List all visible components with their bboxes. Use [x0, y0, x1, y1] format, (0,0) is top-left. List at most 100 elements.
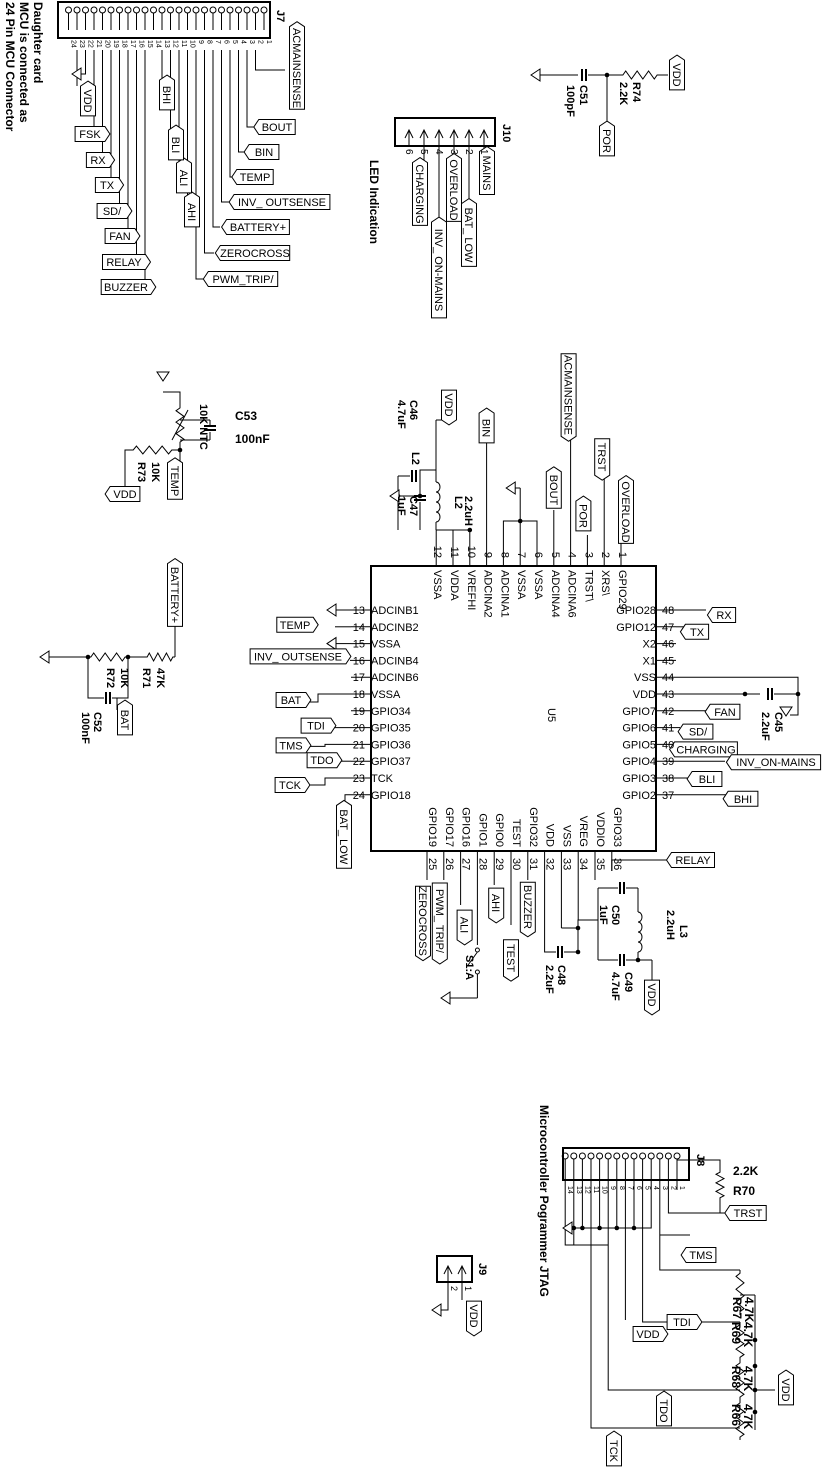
wire [212, 50, 220, 228]
j7-pin-number: 1 [265, 40, 272, 44]
net-flag-inv-outsense [249, 648, 352, 665]
net-flag-ahi [184, 191, 200, 228]
wire [238, 50, 250, 153]
u5-pin-name: GPIO16 [460, 807, 472, 847]
net-flag-bat-text: BAT [118, 710, 130, 731]
net-flag-vdd-text: VDD [779, 1378, 791, 1401]
u5-pin-number: 6 [532, 552, 544, 558]
connector-pin [587, 1152, 595, 1160]
u5-pin-number: 30 [510, 858, 522, 870]
junction-dot [575, 925, 581, 931]
resistor-symbol [735, 1322, 745, 1360]
c46-value: 4.7uF [395, 400, 407, 429]
j7-pin-number: 4 [240, 40, 247, 44]
net-flag-relay-text: RELAY [106, 257, 142, 269]
connector-pin [578, 1152, 586, 1160]
resistor-symbol [735, 1270, 745, 1315]
u5-pin-number: 14 [353, 622, 365, 634]
j7-pin-number: 16 [138, 40, 145, 48]
j7-pin-number: 7 [214, 40, 221, 44]
net-flag-tx [94, 177, 125, 193]
j7-pin-number: 9 [197, 40, 204, 44]
connector-pin [596, 1152, 604, 1160]
c52-value: 100nF [79, 712, 91, 744]
u5-pin-number: 33 [560, 858, 572, 870]
j7-pin-number: 13 [163, 40, 170, 48]
u5-pin-number: 8 [498, 552, 510, 558]
j8-pin-number: 1 [678, 1186, 685, 1190]
wire [87, 657, 104, 699]
net-flag-bin [478, 407, 495, 444]
net-flag-bin [243, 144, 280, 160]
c50-ref: C50 [609, 905, 621, 925]
net-flag-bout [253, 119, 296, 135]
net-flag-por [599, 120, 615, 157]
net-flag-rx [706, 607, 737, 623]
net-flag-fan-text: FAN [109, 231, 130, 243]
u5-pin-number: 44 [662, 672, 674, 684]
net-flag-vdd [104, 486, 141, 502]
net-flag-ahi-text: AHI [489, 894, 501, 912]
wires [49, 50, 801, 1430]
net-flag-tms-text: TMS [279, 740, 302, 752]
junction-dot [752, 1337, 758, 1343]
u5-pin-name: ADCINA2 [482, 570, 494, 618]
net-flag-fan [104, 228, 141, 244]
resistor-symbol [130, 445, 175, 455]
wire [667, 1176, 742, 1214]
net-flag-vdd [466, 1300, 482, 1337]
ground-symbol [530, 68, 541, 82]
j7-pin-number: 23 [78, 40, 85, 48]
resistor-symbol [88, 652, 128, 662]
u5-pin-name: VSS [560, 825, 572, 847]
u5-pin-name: TCK [371, 773, 394, 785]
u5-pin-number: 34 [577, 858, 589, 870]
resistor-symbol [735, 1400, 745, 1440]
connector-pin [192, 6, 200, 14]
net-flag-overload [446, 152, 462, 222]
net-flag-zerocross [214, 245, 291, 261]
connector-pin [218, 6, 225, 14]
r72-ref: R72 [104, 668, 116, 688]
r71-ref: R71 [140, 668, 152, 688]
u5-pin-number: 18 [353, 689, 365, 701]
net-flag-tck-text: TCK [607, 1440, 619, 1463]
net-flag-battery-plus-text: BATTERY+ [168, 567, 180, 623]
j7-pin-number: 18 [121, 40, 128, 48]
net-flag-tx-text: TX [690, 627, 705, 639]
u5-pin-name: GPIO18 [371, 790, 411, 802]
connector-pin [630, 1152, 638, 1160]
wire [305, 743, 351, 747]
net-flag-acmainsense-text: ACMAINSENSE [562, 355, 574, 435]
j7-pin-number: 11 [180, 40, 187, 47]
connector-pin [604, 1152, 612, 1160]
net-flag-trst [594, 438, 611, 481]
u5-pin-number: 47 [662, 622, 674, 634]
net-flag-por-text: POR [576, 504, 588, 528]
net-flag-battery-plus-text: BATTERY+ [230, 222, 286, 234]
net-flag-sd-text: SD/ [103, 206, 122, 218]
net-flag-zerocross [415, 885, 431, 962]
net-flag-battery-plus [220, 219, 290, 235]
net-flag-bhi [159, 74, 175, 111]
net-flag-vdd-text: VDD [636, 1329, 659, 1341]
net-flag-vdd-text: VDD [645, 983, 657, 1006]
u5-pin-name: XRS\ [599, 570, 611, 597]
u5-pin-number: 38 [662, 773, 674, 785]
ground-symbol [326, 603, 337, 617]
resistor-symbol [714, 1170, 726, 1200]
ground-symbol [39, 650, 50, 664]
net-flag-temp-text: TEMP [240, 172, 271, 184]
ground-symbol [440, 991, 451, 1005]
u5-pin-name: ADCINB4 [371, 655, 419, 667]
note-line: 24 Pin MCU Connector [3, 2, 17, 132]
net-flag-ali-text: ALI [458, 917, 470, 934]
net-flag-sd-text: SD/ [689, 727, 708, 739]
u5-pin-name: GPIO0 [493, 813, 505, 847]
wire [676, 676, 799, 694]
u5-pin-name: VDD [544, 824, 556, 847]
c52-ref: C52 [91, 712, 103, 732]
j7-pin-number: 8 [206, 40, 213, 44]
junction-dot [635, 957, 641, 963]
